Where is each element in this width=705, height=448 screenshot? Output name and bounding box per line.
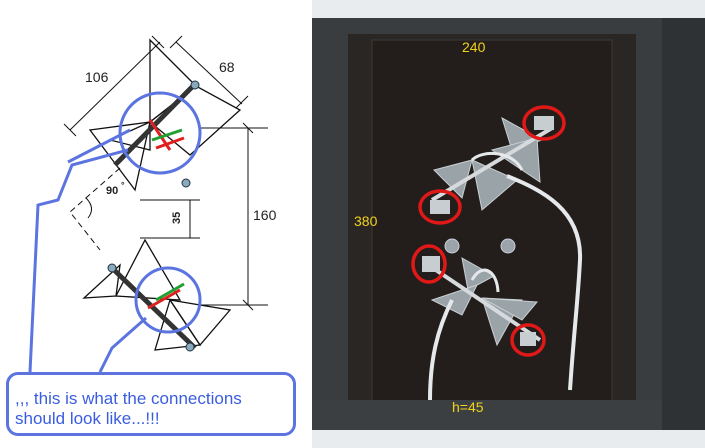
technical-drawing-panel: 106 68 90 ° 35 160 ,,, this is what the … xyxy=(0,0,312,448)
dimension-line-106 xyxy=(69,41,161,131)
dim-160: 160 xyxy=(253,207,277,223)
callout-box: ,,, this is what the connections should … xyxy=(6,372,296,436)
photo-upper-rod xyxy=(430,126,554,202)
dim-90: 90 xyxy=(106,185,118,197)
angle-guide-90 xyxy=(69,167,121,251)
photo-plate-3 xyxy=(422,256,440,272)
photo-lower-coax xyxy=(428,299,454,401)
dim-106: 106 xyxy=(85,69,109,85)
photo-plate-2 xyxy=(430,200,450,214)
enclosure-right-edge xyxy=(662,18,705,430)
red-circle-upper-right xyxy=(522,105,566,141)
photo-plate-4 xyxy=(520,332,536,346)
callout-pointer xyxy=(28,128,147,373)
photo-panel: 240 380 h=45 xyxy=(312,0,705,448)
lower-red-mark xyxy=(147,288,181,310)
upper-green-mark xyxy=(151,128,183,142)
lower-green-mark xyxy=(155,282,185,302)
upper-screw-bottom xyxy=(181,178,191,188)
upper-feed-rod xyxy=(113,82,197,167)
red-circle-lower-right xyxy=(510,323,546,357)
red-circle-lower-left xyxy=(411,244,447,284)
photo-bolt-right xyxy=(500,238,516,254)
lower-screw-bottom xyxy=(185,342,195,352)
lower-bowtie-element xyxy=(82,238,232,351)
upper-connection-highlight xyxy=(118,91,202,175)
dim-35: 35 xyxy=(171,212,183,224)
label-height-380: 380 xyxy=(354,213,378,229)
lower-feed-rod xyxy=(110,266,197,350)
mounting-board xyxy=(371,39,613,403)
label-depth-h45: h=45 xyxy=(452,399,484,415)
label-width-240: 240 xyxy=(462,39,486,55)
dim-68: 68 xyxy=(219,59,235,75)
upper-screw-top xyxy=(190,80,200,90)
lower-screw-top xyxy=(107,263,117,273)
photo-bolt-left xyxy=(444,238,460,254)
dimension-line-68 xyxy=(175,41,243,105)
photo-plate-1 xyxy=(534,116,554,130)
antenna-drawing: 106 68 90 ° 35 160 xyxy=(28,35,277,373)
dim-degree: ° xyxy=(121,180,125,190)
callout-text: ,,, this is what the connections should … xyxy=(15,389,242,428)
photo-upper-coax xyxy=(506,174,583,391)
antenna-photo: 240 380 h=45 xyxy=(312,18,705,430)
enclosure-bottom xyxy=(312,400,662,430)
red-circle-upper-left xyxy=(418,189,462,225)
lower-connection-highlight xyxy=(134,266,202,334)
